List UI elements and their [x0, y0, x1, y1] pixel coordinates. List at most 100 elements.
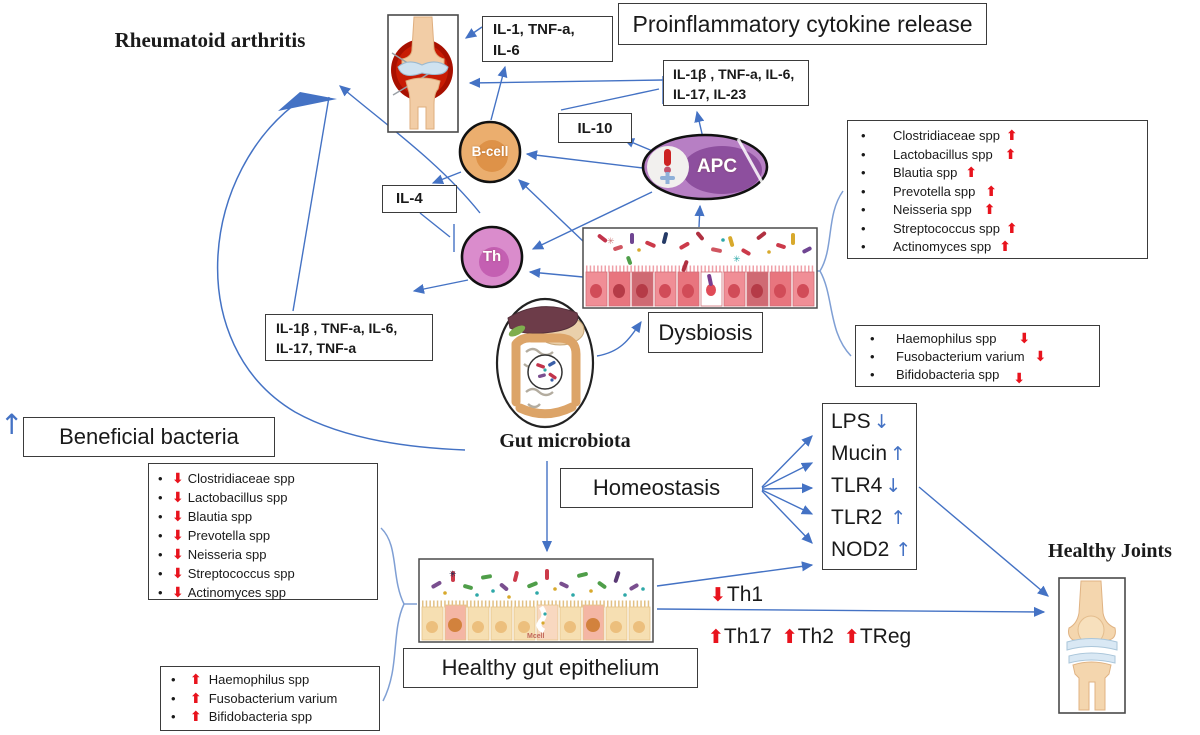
list-item: Prevotella spp⬆: [859, 183, 1147, 202]
up-arrow-icon: ⬆: [708, 626, 724, 648]
item-label: Prevotella spp: [187, 528, 271, 543]
list-item: Clostridiaceae spp ⬆: [859, 127, 1147, 146]
list-item: Blautia spp⬆: [859, 164, 1147, 183]
th-label: Th: [482, 248, 502, 265]
th17-label: Th17: [723, 625, 772, 648]
beneficial-up-arrow: ↑: [0, 408, 24, 441]
down-arrow-icon: ⬇: [172, 527, 184, 544]
homeostasis-decreased-list: ⬇Clostridiaceae spp ⬇Lactobacillus spp ⬇…: [148, 463, 378, 600]
up-arrow-icon: ↑: [895, 539, 912, 561]
up-arrow-icon: ⬆: [1004, 146, 1017, 163]
il1b23-line1: IL-1β , TNF-a, IL-6,: [673, 66, 795, 82]
arrow-lines: [292, 26, 1049, 617]
bullet: [171, 708, 183, 727]
down-arrow-icon: ↓: [885, 475, 902, 497]
arrow-homeostasis-to-tlr4: [761, 483, 814, 494]
list-item: ⬇Actinomyces spp: [158, 583, 377, 602]
il1-line1: IL-1, TNF-a,: [493, 21, 575, 38]
list-item: ⬇Neisseria spp: [158, 545, 377, 564]
beneficial-bacteria-box: Beneficial bacteria: [23, 417, 275, 457]
down-arrow-icon: ⬇: [1013, 371, 1026, 387]
il1-line2: IL-6: [493, 42, 520, 59]
up-arrow-icon: ⬆: [1005, 128, 1018, 145]
arrow-epithelium-to-bcell: [518, 179, 586, 244]
dysbiosis-bacteria: ✳ ✳: [597, 231, 812, 286]
bullet: [859, 220, 893, 239]
down-arrow-icon: ⬇: [1018, 331, 1031, 347]
item-label: Prevotella spp: [893, 183, 976, 199]
list-item: Neisseria spp⬆: [859, 201, 1147, 220]
gut-microbiota-title: Gut microbiota: [499, 430, 631, 452]
dysbiosis-box: Dysbiosis: [648, 312, 763, 353]
down-arrow-icon: ⬇: [172, 546, 184, 563]
bullet: [158, 564, 168, 583]
list-item: ⬇Lactobacillus spp: [158, 488, 377, 507]
item-label: Fusobacterium varium: [208, 690, 338, 706]
arrow-epithelium-to-nod2: [656, 561, 814, 587]
bullet: [158, 526, 168, 545]
list-item: Lactobacillus spp⬆: [859, 146, 1147, 165]
healthy-joints-title: Healthy Joints: [1048, 540, 1172, 562]
list-item: Actinomyces spp⬆: [859, 238, 1147, 257]
line-il10-inhibit: [560, 88, 660, 111]
bullet: [870, 348, 896, 366]
arrow-il1box-to-knee: [464, 26, 483, 39]
il10-box: IL-10: [558, 113, 632, 143]
up-arrow-icon: ↑: [890, 507, 907, 529]
down-arrow-icon: ↓: [873, 411, 890, 433]
arrow-tlr4-to-knee: [918, 486, 1049, 597]
down-arrow-icon: ⬇: [710, 584, 726, 606]
il1b23-line2: IL-17, IL-23: [673, 86, 747, 102]
bullet: [859, 146, 893, 165]
bullet: [158, 469, 168, 488]
dysbiotic-epithelium-image: ✳ ✳: [582, 227, 818, 309]
arrow-apc-to-th: [531, 191, 653, 250]
th2-label: Th2: [797, 625, 834, 648]
item-label: Clostridiaceae spp: [187, 471, 295, 486]
arrow-th-to-cytokinebox: [412, 279, 469, 294]
item-label: Lactobacillus spp: [187, 490, 288, 505]
down-arrow-icon: ⬇: [172, 584, 184, 601]
rheumatoid-arthritis-title: Rheumatoid arthritis: [114, 28, 306, 52]
arrow-homeostasis-to-mucin: [761, 462, 814, 489]
bullet: [859, 164, 893, 183]
mcell-label: Mcell: [527, 633, 545, 640]
up-arrow-icon: ↑: [890, 443, 906, 465]
bullet: [859, 238, 893, 257]
up-arrow-icon: ⬆: [1005, 220, 1018, 237]
gut-to-joint-arc: [216, 92, 466, 451]
arrow-homeostasis-to-tlr2: [761, 489, 814, 515]
apc-label: APC: [696, 156, 738, 177]
receptor-label: TLR4: [831, 474, 883, 497]
arrow-epithelium-to-knee: [656, 606, 1046, 617]
receptor-row: TLR4↓: [831, 470, 916, 502]
th1-annotation: ⬇ Th1: [710, 583, 763, 607]
list-item: ⬆Bifidobacteria spp: [171, 708, 379, 727]
treg-label: TReg: [859, 625, 912, 648]
down-arrow-icon: ⬇: [172, 565, 184, 582]
arrow-epithelium-to-th: [528, 267, 584, 278]
receptors-box: LPS↓ Mucin↑ TLR4↓ TLR2↑ NOD2↑: [822, 403, 917, 570]
item-label: Actinomyces spp: [187, 585, 286, 600]
proinflammatory-box: Proinflammatory cytokine release: [618, 3, 987, 45]
line-knee-to-cytokinebox: [292, 96, 330, 312]
down-arrow-icon: ⬇: [1034, 349, 1047, 365]
bullet: [171, 690, 183, 709]
il1b-il23-box: IL-1β , TNF-a, IL-6, IL-17, IL-23: [663, 60, 809, 106]
il1b-tnfa-box: IL-1β , TNF-a, IL-6, IL-17, TNF-a: [265, 314, 433, 361]
item-label: Clostridiaceae spp: [893, 128, 1000, 143]
receptor-row: TLR2↑: [831, 502, 916, 534]
bullet: [859, 127, 893, 146]
th-cell: [460, 225, 524, 289]
line-il4-inhibit: [419, 212, 451, 238]
il4-box: IL-4: [382, 185, 457, 213]
arrow-homeostasis-to-lps: [761, 435, 813, 488]
up-arrow-icon: ⬆: [190, 672, 202, 689]
arrow-apc-to-il1b23: [694, 110, 705, 139]
item-label: Bifidobacteria spp: [896, 367, 1000, 382]
list-item: ⬇Clostridiaceae spp: [158, 469, 377, 488]
up-arrow-icon: ⬆: [983, 202, 996, 219]
receptor-label: Mucin: [831, 442, 888, 465]
